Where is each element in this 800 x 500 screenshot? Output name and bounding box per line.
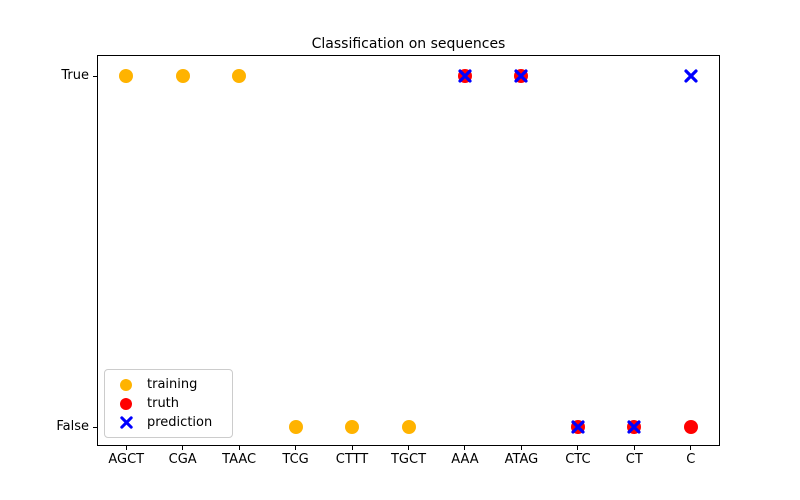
xtick-mark-atag (520, 446, 522, 450)
xtick-label-aaa: AAA (451, 452, 479, 467)
xtick-label-ctc: CTC (565, 452, 591, 467)
xtick-mark-aaa (464, 446, 466, 450)
legend-label-truth: truth (147, 396, 180, 411)
training-point-tcg (288, 420, 303, 434)
chart-title: Classification on sequences (311, 36, 506, 52)
xtick-label-tcg: TCG (282, 452, 309, 467)
legend-label-training: training (147, 377, 198, 392)
xtick-label-cttt: CTTT (335, 452, 369, 467)
xtick-label-agct: AGCT (108, 452, 145, 467)
truth-marker-icon (113, 397, 139, 410)
legend: training truth prediction (104, 369, 233, 438)
training-point-taac (232, 69, 247, 83)
xtick-mark-taac (238, 446, 240, 450)
prediction-point-aaa (457, 68, 473, 84)
xtick-mark-tgct (408, 446, 409, 450)
xtick-mark-c (690, 446, 692, 450)
xtick-label-taac: TAAC (222, 452, 257, 467)
legend-item-truth: truth (113, 394, 224, 413)
legend-item-training: training (113, 375, 224, 394)
training-point-cga (175, 69, 190, 83)
xtick-mark-cga (182, 446, 184, 450)
prediction-point-atag (513, 68, 529, 84)
xtick-mark-ctc (577, 446, 579, 450)
legend-item-prediction: prediction (113, 413, 224, 432)
xtick-mark-tcg (295, 446, 297, 450)
xtick-label-ct: CT (625, 452, 643, 467)
prediction-point-c (683, 68, 699, 84)
ytick-label-false: False (56, 419, 89, 434)
ytick-mark-false (93, 427, 97, 428)
training-point-tgct (401, 420, 416, 434)
ytick-mark-true (93, 76, 97, 77)
training-point-cttt (345, 420, 360, 434)
truth-point-c (683, 420, 698, 434)
xtick-label-c: C (686, 452, 696, 467)
prediction-marker-icon (113, 415, 139, 430)
legend-label-prediction: prediction (147, 415, 213, 430)
training-marker-icon (113, 378, 139, 391)
prediction-point-ctc (570, 419, 586, 435)
prediction-point-ct (626, 419, 642, 435)
xtick-label-atag: ATAG (504, 452, 539, 467)
xtick-label-cga: CGA (168, 452, 197, 467)
training-point-agct (119, 69, 134, 83)
xtick-mark-cttt (351, 446, 353, 450)
xtick-label-tgct: TGCT (390, 452, 427, 467)
ytick-label-true: True (61, 68, 89, 83)
xtick-mark-ct (633, 446, 635, 450)
xtick-mark-agct (125, 446, 127, 450)
